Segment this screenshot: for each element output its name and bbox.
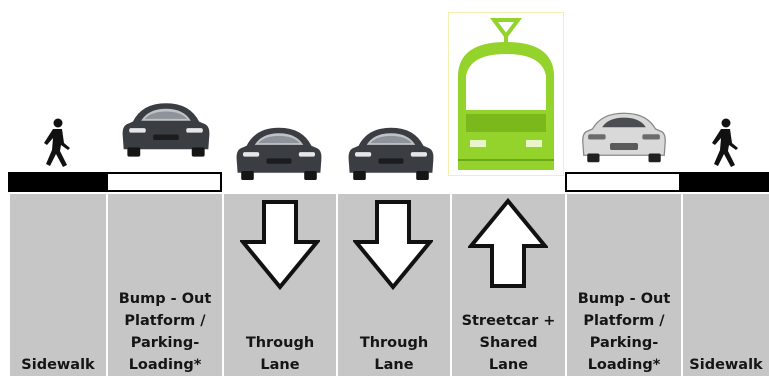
sidewalk-left-label: Sidewalk [21, 357, 95, 373]
sidewalk-curb-left [8, 172, 106, 192]
car-front-icon [346, 124, 436, 182]
streetcar-frame [448, 12, 564, 176]
bumpout-right-label: Bump - Out Platform / Parking- Loading* [577, 291, 671, 373]
through-lane-2-label: Through Lane [359, 335, 429, 373]
bumpout-left-column: Bump - Out Platform / Parking- Loading* [106, 194, 222, 376]
streetcar-lane-label: Streetcar + Shared Lane [461, 313, 556, 373]
sidewalk-left-column: Sidewalk [8, 194, 106, 376]
arrow-down-icon [353, 200, 433, 290]
bumpout-left-label: Bump - Out Platform / Parking- Loading* [118, 291, 212, 373]
pedestrian-icon [37, 118, 77, 168]
car-front-icon [234, 124, 324, 182]
sidewalk-right-column: Sidewalk [681, 194, 769, 376]
bumpout-curb-right [565, 172, 681, 192]
through-lane-1-label: Through Lane [245, 335, 315, 373]
arrow-down-icon [240, 200, 320, 290]
car-front-icon [120, 98, 212, 160]
car-rear-icon [578, 108, 670, 164]
bumpout-right-column: Bump - Out Platform / Parking- Loading* [565, 194, 681, 376]
sidewalk-right-label: Sidewalk [689, 357, 763, 373]
arrow-up-icon [468, 198, 548, 288]
bumpout-curb-left [106, 172, 222, 192]
pedestrian-icon [705, 118, 745, 168]
sidewalk-curb-right [681, 172, 769, 192]
streetcar-icon [448, 14, 564, 174]
